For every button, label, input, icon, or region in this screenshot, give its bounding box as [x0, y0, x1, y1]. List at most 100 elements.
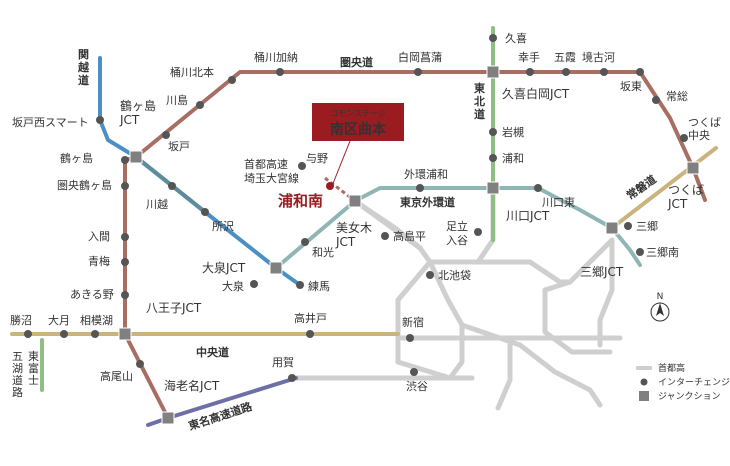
junction-misato-jct	[605, 221, 619, 235]
interchange-label-nerima: 練馬	[308, 279, 330, 293]
interchange-takashimadaira	[381, 232, 389, 240]
interchange-wako	[301, 238, 309, 246]
interchange-label-urawa-minami: 浦和南	[278, 192, 323, 210]
property-name-label: 南区曲本	[330, 121, 387, 138]
interchange-yono	[298, 162, 306, 170]
nodes: 久喜幸手五霞境古河桶川加納白岡菖蒲桶川北本川島坂戸坂戸西スマート鶴ヶ島圏央鶴ヶ島…	[10, 32, 721, 425]
interchange-bando	[636, 68, 644, 76]
junction-ebina-jct	[161, 411, 175, 425]
interchange-label-sakado-nishi: 坂戸西スマート	[12, 116, 89, 129]
tomei-label: 東名高速道路	[187, 399, 255, 433]
shutoko-keiyo	[542, 287, 613, 355]
junction-label-ebina-jct: 海老名JCT	[164, 378, 220, 393]
interchange-label-shiraoka-shobu: 白岡菖蒲	[398, 50, 442, 64]
interchange-label-kitaikebukuro: 北池袋	[438, 268, 471, 282]
chuo-label: 中央道	[196, 345, 229, 359]
junction-label-kawaguchi-jct: 川口JCT	[506, 209, 550, 223]
legend-shutoko-label: 首都高	[658, 362, 685, 374]
tohoku-label-3: 道	[474, 107, 485, 121]
interchange-label-takashimadaira: 高島平	[393, 229, 426, 243]
interchange-tsurugashima	[121, 156, 129, 164]
interchange-label-urawa: 浦和	[502, 152, 524, 165]
shuto-saitama-label-1: 首都高速	[244, 157, 288, 171]
property-location-dot	[326, 182, 334, 190]
interchange-label-sakaikoga: 境古河	[582, 50, 615, 64]
interchange-goka	[562, 68, 570, 76]
interchange-label-bando: 坂東	[620, 80, 642, 93]
shutoko-keiyo-link	[542, 279, 573, 293]
interchange-label-otsuki: 大月	[48, 313, 70, 327]
interchange-akiruno	[121, 291, 129, 299]
junction-label-oizumi-jct: 大泉JCT	[202, 261, 246, 275]
interchange-sagamiko	[91, 330, 99, 338]
interchange-label-okegawa-kano: 桶川加納	[254, 50, 298, 64]
kanetsu-label-group: 関 越 道	[77, 48, 90, 87]
joban-expressway	[610, 146, 718, 230]
interchange-label-sagamiko: 相模湖	[80, 314, 113, 327]
junction-kawaguchi-jct	[486, 181, 500, 195]
interchange-sakado-nishi	[96, 116, 104, 124]
tohoku-label-group: 東 北 道	[474, 81, 486, 121]
interchange-label-goka: 五霞	[554, 51, 576, 64]
shuto-saitama-label-2: 埼玉大宮線	[244, 171, 299, 185]
higashi-fuji-label-group: 五湖道路 東富士	[12, 350, 39, 399]
interchange-satte	[526, 68, 534, 76]
interchange-shinjuku	[406, 334, 414, 342]
interchange-label-takaosan: 高尾山	[100, 369, 133, 383]
junction-tsukuba-jct	[686, 161, 700, 175]
shutoko-west-connector	[395, 297, 453, 381]
tohoku-label-2: 北	[474, 94, 485, 108]
legend-interchange-label: インターチェンジ	[658, 377, 730, 388]
compass-north-label: N	[657, 292, 664, 302]
shutoko-kawaguchi-line	[475, 185, 496, 265]
junction-kuki-shiraoka-jct	[486, 65, 500, 79]
interchange-iwatsuki	[489, 128, 497, 136]
interchange-label-gaikan-urawa: 外環浦和	[404, 168, 448, 181]
shutoko-saitama-link	[352, 198, 423, 251]
interchange-label-kawagoe: 川越	[146, 197, 168, 211]
interchange-label-satte: 幸手	[518, 50, 540, 64]
interchange-kenotsurugashima	[121, 182, 129, 190]
interchange-tsukuba-chuo	[680, 134, 688, 142]
interchange-ome	[121, 258, 129, 266]
interchange-nerima	[296, 281, 304, 289]
interchange-label-okegawa-kitamoto: 桶川北本	[170, 65, 214, 79]
interchange-adachi-iriya	[474, 228, 482, 236]
interchange-takaosan	[136, 360, 144, 368]
interchange-label-takaido: 高井戸	[294, 311, 327, 325]
interchange-label-misato-minami: 三郷南	[646, 245, 679, 259]
junction-oizumi-jct	[269, 261, 283, 275]
interchange-gaikan-urawa	[416, 184, 424, 192]
interchange-misato-minami	[636, 248, 644, 256]
junction-tsurugashima-jct	[129, 150, 143, 164]
legend: 首都高 インターチェンジ ジャンクション	[636, 362, 730, 402]
interchange-kawajima	[196, 101, 204, 109]
interchange-label-oizumi: 大泉	[222, 279, 244, 293]
interchange-kuki	[489, 34, 497, 42]
junction-bijogi-jct	[348, 194, 362, 208]
interchange-shiraoka-shobu	[414, 68, 422, 76]
kanetsu-label-2: 越	[77, 60, 90, 74]
kanetsu-label-1: 関	[78, 48, 89, 61]
legend-interchange-icon	[640, 378, 648, 386]
interchange-label-katsunuma: 勝沼	[10, 313, 32, 327]
interchange-iruma	[121, 233, 129, 241]
interchange-label-tokorozawa: 所沢	[212, 219, 234, 233]
interchange-label-tsukuba-chuo: つくば中央	[688, 116, 721, 142]
property-marker: コモンステージ 南区曲本	[312, 103, 404, 190]
interchange-yoga	[288, 374, 296, 382]
junction-label-hachioji-jct: 八王子JCT	[146, 301, 202, 315]
junction-label-misato-jct: 三郷JCT	[580, 265, 624, 279]
interchange-label-yoga: 用賀	[272, 356, 294, 369]
interchange-label-sakado: 坂戸	[168, 140, 190, 153]
interchange-takaido	[306, 330, 314, 338]
interchange-otsuki	[60, 330, 68, 338]
property-label-box	[312, 103, 404, 141]
interchange-sakado	[162, 131, 170, 139]
interchange-joso	[652, 96, 660, 104]
legend-junction-icon	[639, 391, 649, 401]
